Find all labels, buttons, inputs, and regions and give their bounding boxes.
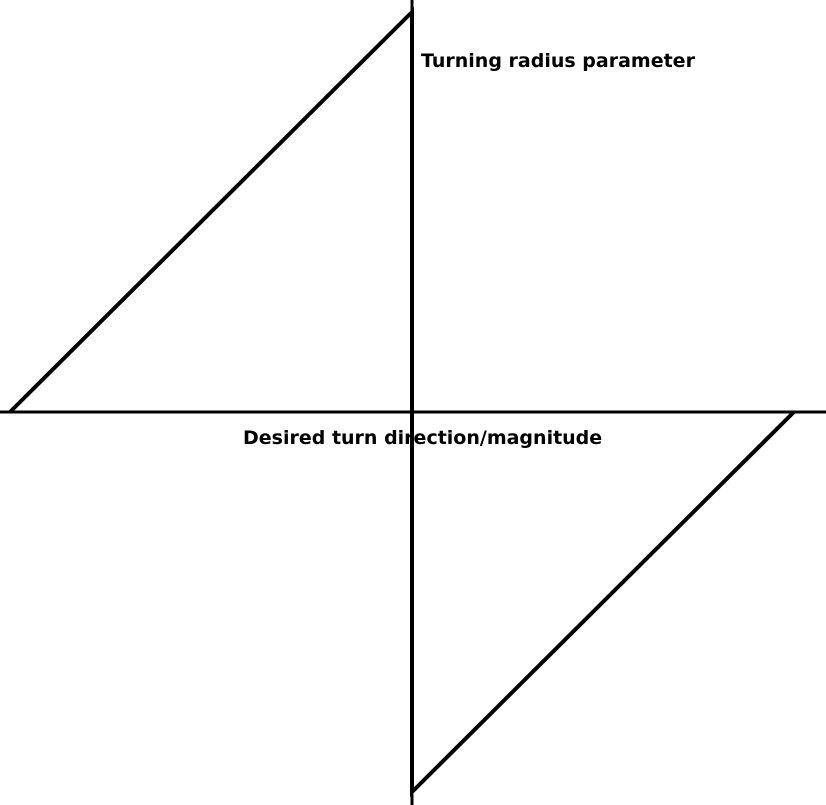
x-axis-label: Desired turn direction/magnitude bbox=[243, 427, 602, 449]
y-axis-label: Turning radius parameter bbox=[421, 50, 696, 72]
series-line bbox=[8, 7, 796, 797]
